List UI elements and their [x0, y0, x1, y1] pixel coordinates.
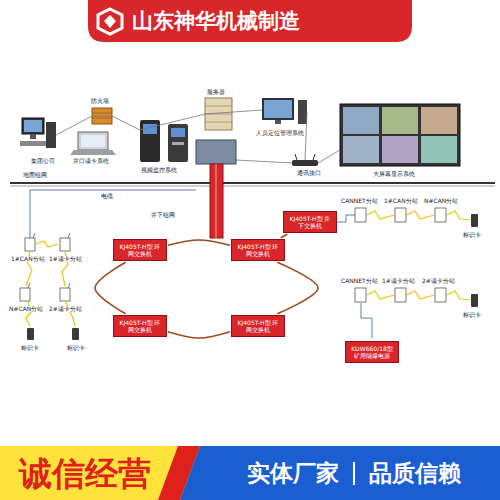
device-label: 1#读卡分站 — [48, 256, 83, 262]
ring-switch-box: KJ405T-H型 环网交换机 — [113, 315, 167, 337]
device-label: 标识卡 — [462, 232, 482, 238]
node-text: 实体厂家 — [247, 462, 339, 485]
device-label: 电缆 — [100, 193, 114, 199]
footer-band: 实体厂家品质信赖 — [185, 446, 500, 500]
device-label: 集团公司 — [30, 158, 56, 164]
cable-line — [361, 303, 372, 338]
node-text: KJ405T-H型 环网交换机 — [236, 319, 280, 333]
card-reader-icon — [355, 208, 446, 302]
node-text: KJ405T-H型 环网交换机 — [236, 243, 280, 257]
footer-band — [0, 446, 500, 500]
shaft-cable-tube — [210, 164, 223, 238]
card-reader-icon — [20, 238, 70, 301]
ring-cable — [281, 234, 288, 238]
id-card-icon — [27, 328, 79, 340]
device-label: 1#CAN分站 — [10, 256, 46, 262]
header-band — [88, 0, 412, 42]
surface-wire — [236, 160, 292, 163]
cable-line — [30, 190, 196, 238]
device-label: N#CAN分站 — [423, 198, 459, 204]
cable-line — [336, 215, 355, 222]
footer-band — [180, 446, 500, 500]
device-label: CANNET分站 — [340, 278, 379, 284]
device-label: 2#读卡分站 — [421, 278, 456, 284]
device-label: 标识卡 — [462, 312, 482, 318]
ring-switch-box: KJ405T-H型 环网交换机 — [113, 239, 167, 261]
node-text: 诚信经营 — [19, 457, 151, 490]
footer-slogan: 诚信经营 — [0, 446, 170, 500]
ground-line — [10, 186, 495, 187]
id-card-icon — [471, 214, 478, 307]
device-label: 人员定位管理系统 — [255, 130, 305, 136]
header-band: 山东神华机械制造 — [88, 0, 412, 42]
device-label: 井下组网 — [150, 212, 176, 218]
logo-icon — [98, 9, 122, 34]
surface-wire — [318, 150, 340, 163]
device-label: 防火墙 — [90, 98, 110, 104]
computer-icon — [20, 118, 56, 148]
node-text: KJ405T-H型 环网交换机 — [118, 243, 162, 257]
device-label: 视频监控系统 — [140, 167, 178, 173]
node-text: KJ405T-H型 井下交换机 — [288, 215, 332, 229]
node-text: KJ405T-H型 环网交换机 — [118, 319, 162, 333]
ring-cable — [277, 262, 318, 314]
node-text: 山东神华机械制造 — [132, 11, 300, 32]
ring-cable — [168, 240, 230, 245]
surface-wire — [305, 112, 307, 160]
wireless-zigzag — [367, 211, 470, 300]
device-label: 大屏幕显示系统 — [372, 171, 416, 177]
control-cabinet — [196, 140, 236, 164]
device-label: 标识卡 — [20, 345, 40, 351]
video-wall-icon — [340, 104, 460, 166]
ring-switch-box: KJ405T-H型 环网交换机 — [231, 239, 285, 261]
logo-icon — [104, 15, 116, 28]
ring-cable — [95, 262, 126, 314]
device-label: 1#读卡分站 — [381, 278, 416, 284]
device-label: 服务器 — [206, 89, 226, 95]
surface-wire — [56, 110, 262, 135]
device-label: 标识卡 — [66, 345, 86, 351]
device-label: 1#CAN分站 — [383, 198, 419, 204]
device-label: CANNET分站 — [340, 198, 379, 204]
device-label: 井口读卡系统 — [72, 158, 110, 164]
device-label: 通讯接口 — [296, 170, 322, 176]
wireless-zigzag — [26, 241, 75, 326]
ring-switch-box: KJ405T-H型 环网交换机 — [231, 315, 285, 337]
switch-box: KJ405T-H型 井下交换机 — [283, 211, 337, 233]
pc-icon — [262, 98, 307, 124]
ring-cable — [168, 332, 230, 338]
ground-line — [10, 182, 495, 184]
device-label: N#CAN分站 — [8, 306, 44, 312]
laptop-icon — [70, 132, 116, 155]
device-label: 地面组网 — [22, 172, 48, 178]
device-label: 2#读卡分站 — [48, 306, 83, 312]
card-kiosk-icon — [140, 120, 188, 162]
power-box: KDW660/18型 矿用隔爆电源 — [345, 341, 399, 363]
shaft-cable-tube — [215, 164, 217, 238]
node-text: KDW660/18型 矿用隔爆电源 — [350, 345, 394, 359]
node-text: 品质信赖 — [353, 462, 461, 485]
